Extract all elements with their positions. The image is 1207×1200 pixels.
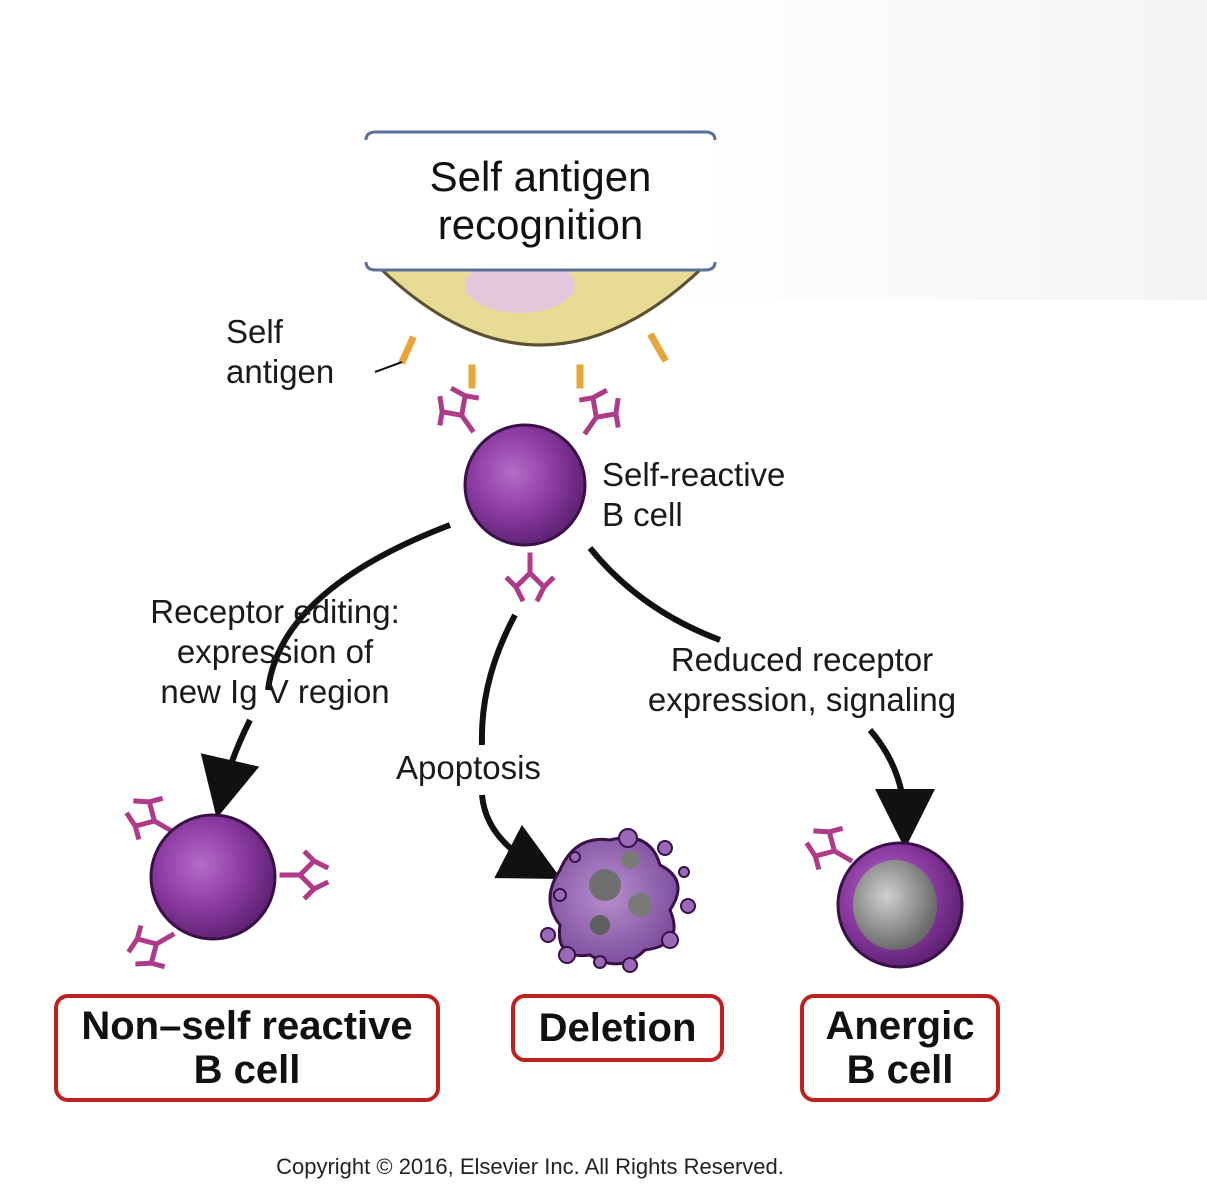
- title-line-1: Self antigen: [429, 153, 652, 200]
- label-apoptosis: Apoptosis: [396, 749, 541, 786]
- label-receptor-editing-line-1: Receptor editing:: [150, 593, 400, 630]
- label-reduced-line-2: expression, signaling: [647, 681, 957, 718]
- label-reduced: Reduced receptor expression, signaling: [612, 640, 992, 720]
- outcome-anergic-line-1: Anergic: [825, 1004, 975, 1048]
- copyright: Copyright © 2016, Elsevier Inc. All Righ…: [276, 1154, 784, 1179]
- label-self-reactive-line-1: Self-reactive: [602, 456, 786, 493]
- label-receptor-editing: Receptor editing: expression of new Ig V…: [120, 592, 430, 712]
- non-self-bcell: [121, 789, 326, 976]
- arrow-apoptosis-top: [478, 613, 518, 746]
- label-self-antigen-line-2: antigen: [226, 353, 335, 390]
- title-rule-top: [364, 130, 717, 141]
- outcome-non-self-line-1: Non–self reactive: [81, 1004, 413, 1048]
- title-line-2: recognition: [437, 201, 644, 248]
- label-reduced-line-1: Reduced receptor: [670, 641, 934, 678]
- label-self-antigen: Self antigen: [226, 312, 334, 392]
- arrow-reduced: [867, 728, 935, 849]
- arrow-reduced-top: [587, 546, 722, 643]
- label-self-antigen-line-1: Self: [226, 313, 283, 350]
- outcome-deletion: Deletion: [511, 994, 724, 1062]
- arrow-apoptosis: [479, 794, 562, 880]
- label-self-reactive-line-2: B cell: [602, 496, 683, 533]
- self-antigen-pointer: [374, 361, 403, 373]
- arrow-receptor-editing: [200, 718, 260, 819]
- outcome-non-self-reactive: Non–self reactive B cell: [54, 994, 440, 1102]
- outcome-non-self-line-2: B cell: [193, 1048, 301, 1092]
- outcome-anergic-line-2: B cell: [846, 1048, 954, 1092]
- title-box: Self antigen recognition: [366, 132, 715, 270]
- anergic-bcell: [801, 819, 964, 969]
- self-antigens: [398, 332, 669, 389]
- label-receptor-editing-line-2: expression of: [176, 633, 374, 670]
- title-rule-bottom: [364, 261, 717, 272]
- label-receptor-editing-line-3: new Ig V region: [160, 673, 390, 710]
- apoptotic-cell: [540, 828, 696, 973]
- outcome-anergic: Anergic B cell: [800, 994, 1000, 1102]
- title-box-bg: [366, 132, 715, 270]
- self-reactive-bcell: [429, 381, 630, 599]
- label-self-reactive: Self-reactive B cell: [602, 455, 785, 535]
- arrow-receptor-editing-top: [265, 522, 452, 691]
